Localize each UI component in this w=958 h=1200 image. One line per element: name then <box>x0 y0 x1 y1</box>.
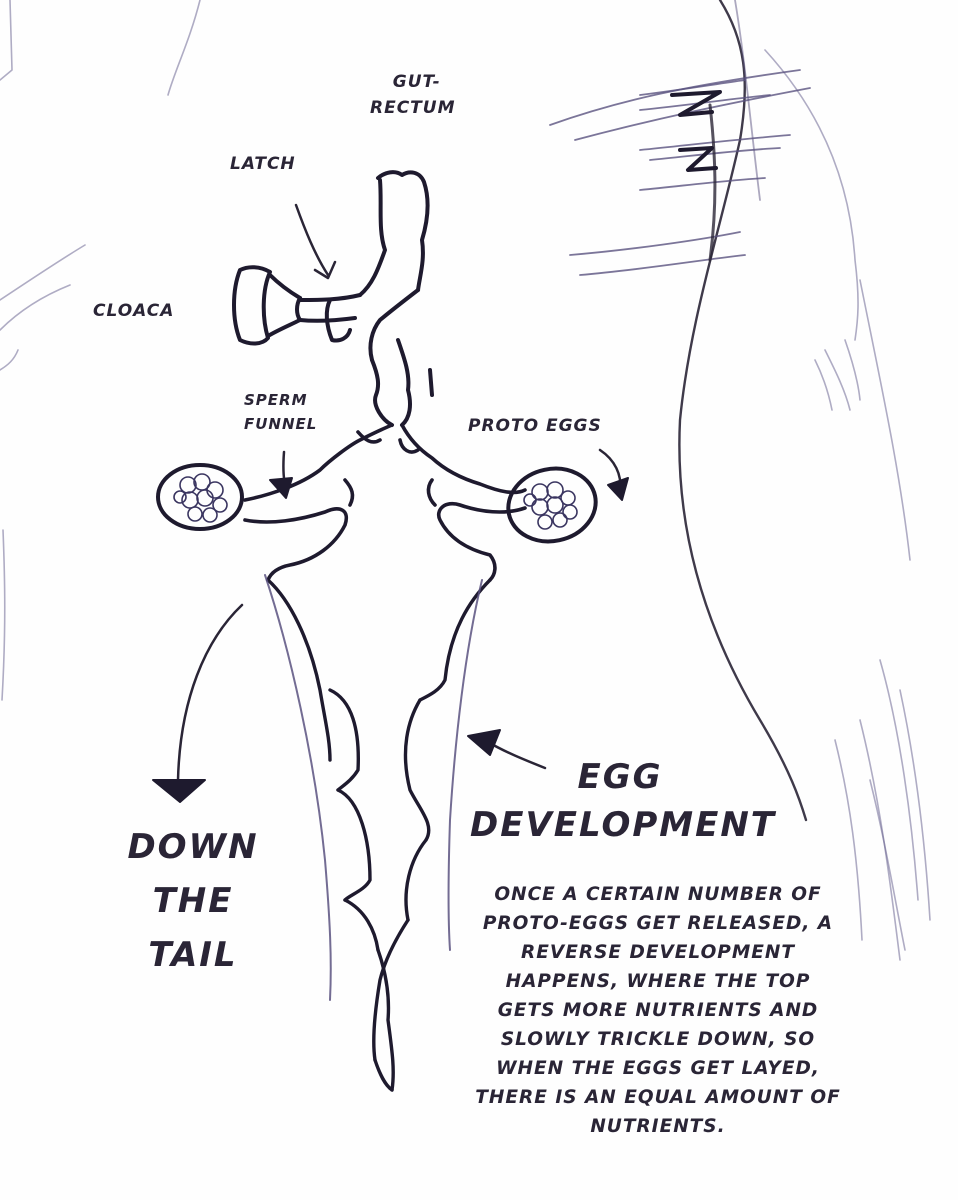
egg-development-tube <box>266 578 492 1092</box>
label-tail-line-3: TAIL <box>148 935 238 975</box>
label-proto-eggs: PROTO EGGS <box>468 416 602 436</box>
latch-arrow <box>294 203 337 280</box>
egg-development-arrowhead <box>467 729 501 756</box>
label-sperm-funnel: SPERM FUNNEL <box>244 393 317 432</box>
label-down-line-1: DOWN <box>127 827 259 867</box>
description-line: SLOWLY TRICKLE DOWN, SO <box>500 1029 816 1050</box>
label-latch: LATCH <box>230 154 296 174</box>
hatch-lines <box>549 0 811 276</box>
left-ovary <box>156 463 244 531</box>
tail-arrowhead <box>152 779 206 803</box>
description-line: REVERSE DEVELOPMENT <box>521 942 795 963</box>
cloaca-shape <box>232 265 352 346</box>
label-egg-development: EGG DEVELOPMENT <box>470 757 776 845</box>
label-funnel-line-2: FUNNEL <box>244 415 318 433</box>
description-line: ONCE A CERTAIN NUMBER OF <box>494 884 822 905</box>
proto-eggs-arrowhead <box>607 477 629 501</box>
description-line: THERE IS AN EQUAL AMOUNT OF <box>475 1087 841 1108</box>
description-line: NUTRIENTS. <box>590 1116 726 1137</box>
right-ovary <box>506 466 598 544</box>
reproductive-tract <box>243 423 527 582</box>
tail-outline <box>264 574 483 1001</box>
sperm-funnel-arrowhead <box>269 477 293 499</box>
description-line: WHEN THE EGGS GET LAYED, <box>496 1058 820 1079</box>
label-gut-rectum: GUT- RECTUM <box>370 74 456 117</box>
label-sperm-line-1: SPERM <box>244 391 308 409</box>
zigzag-marks <box>670 90 722 172</box>
background-body-sketch <box>0 0 931 961</box>
proto-eggs-clusters <box>173 473 578 530</box>
label-the-line-2: THE <box>152 881 234 921</box>
gut-rectum-shape <box>298 170 434 427</box>
description-line: GETS MORE NUTRIENTS AND <box>497 1000 819 1021</box>
label-development-line-2: DEVELOPMENT <box>470 805 776 845</box>
label-cloaca: CLOACA <box>93 301 175 321</box>
label-down-the-tail: DOWN THE TAIL <box>118 830 268 972</box>
description-line: HAPPENS, WHERE THE TOP <box>505 971 811 992</box>
label-egg-line-1: EGG <box>577 757 663 797</box>
label-gut-line-1: GUT- <box>392 72 441 92</box>
egg-development-description: ONCE A CERTAIN NUMBER OF PROTO-EGGS GET … <box>448 880 868 1141</box>
tail-arrow <box>176 603 244 782</box>
description-line: PROTO-EGGS GET RELEASED, A <box>482 913 834 934</box>
label-rectum-line-2: RECTUM <box>370 98 456 118</box>
